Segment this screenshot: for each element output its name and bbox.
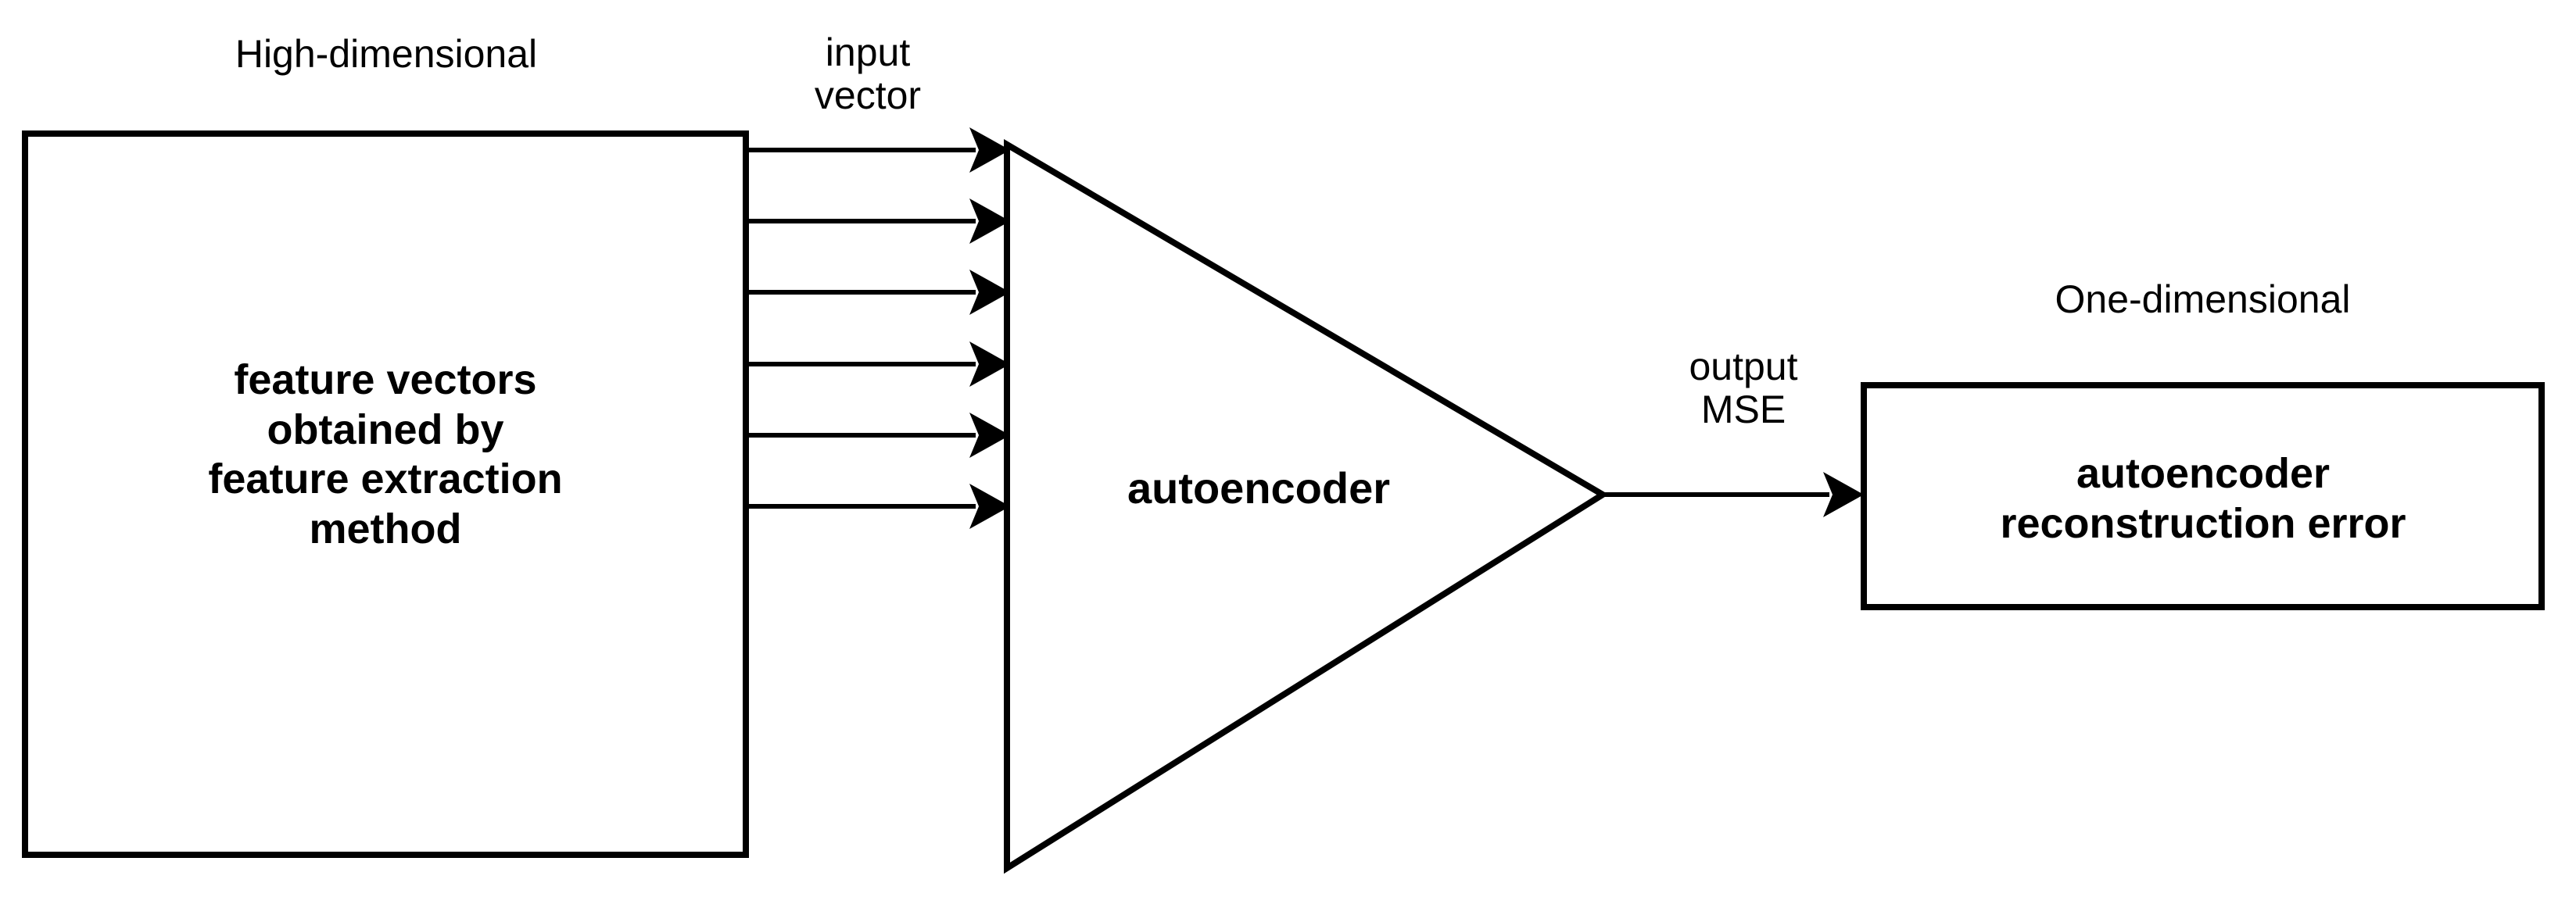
- output-block-label: autoencoder reconstruction error: [2000, 450, 2406, 547]
- input-vector-label: input vector: [814, 30, 922, 117]
- input-arrow-3: [749, 270, 1010, 315]
- input-block-caption: High-dimensional: [235, 32, 538, 76]
- input-arrow-5: [749, 413, 1010, 458]
- input-block-rect: [22, 130, 749, 858]
- input-arrow-4: [749, 341, 1010, 387]
- input-arrow-6: [749, 484, 1010, 529]
- output-arrow: [1603, 472, 1864, 517]
- input-arrow-2: [749, 198, 1010, 244]
- output-block-rect: [1861, 382, 2545, 610]
- output-block-caption: One-dimensional: [2055, 277, 2351, 321]
- input-block-label: feature vectors obtained by feature extr…: [208, 356, 563, 553]
- input-arrow-1: [749, 127, 1010, 173]
- input-arrow-group: [749, 127, 1010, 529]
- autoencoder-label: autoencoder: [1127, 463, 1391, 513]
- output-mse-label: output MSE: [1689, 345, 1798, 431]
